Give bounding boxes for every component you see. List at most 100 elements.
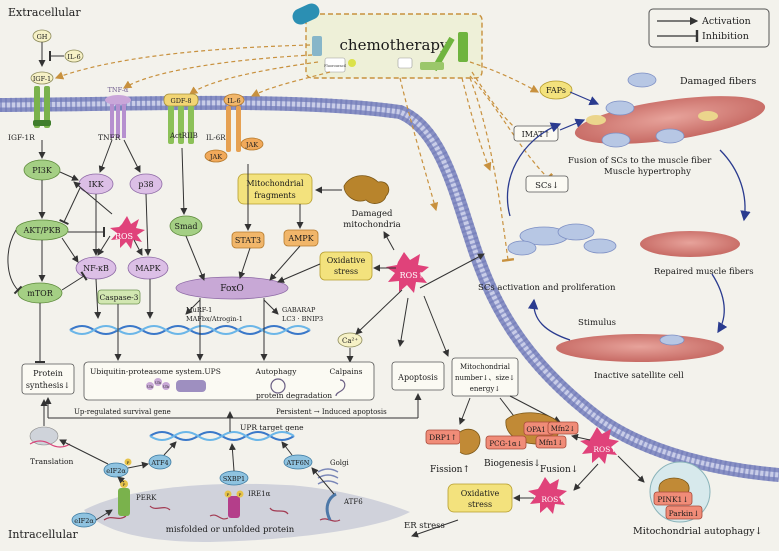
actriib-receptor: GDF-8 ActRIIB [163, 93, 199, 144]
proteasome-icon [176, 380, 206, 392]
mfn2-label: Mfn2↓ [551, 425, 576, 433]
ox2-label-1: Oxidative [461, 489, 500, 498]
drug-box-label: Fluorouracil [324, 64, 347, 68]
phospho-icon-1 [124, 458, 132, 466]
infusion-icon [420, 62, 444, 70]
signaling-nodes: PI3K IKK p38 AKT/PKB ROS Smad NF-κB MAPK… [15, 159, 429, 348]
ros-burst-4 [580, 427, 619, 464]
mrna-icon [29, 440, 71, 448]
fusion-scs-label-1: Fusion of SCs to the muscle fiber [568, 156, 712, 166]
mito-number-label-3: energy↓ [470, 385, 500, 393]
lc3-label: LC3 · BNIP3 [282, 315, 323, 323]
legend: Activation Inhibition [648, 8, 770, 48]
ampk-label: AMPK [287, 234, 314, 243]
mito-fragments-label-1: Mitochondrial [246, 179, 304, 188]
il6r-label: IL-6R [206, 134, 226, 142]
phospho-label-2: P [123, 482, 126, 487]
mapk-label: MAPK [135, 264, 161, 273]
eif2a-node-1 [103, 462, 129, 478]
protein-synthesis-label-2: synthesis↓ [26, 381, 70, 390]
tnfr-receptor: TNF-α TNFR [98, 86, 131, 142]
p38-label: p38 [138, 180, 153, 189]
fission-label: Fission↑ [430, 465, 470, 475]
igf1-label: IGF-1 [33, 75, 51, 83]
stat3-node [231, 231, 265, 249]
intracellular-label: Intracellular [8, 528, 79, 541]
ub-label-3: Ub [163, 384, 169, 389]
mafbx-label: MAFbx/Atrogin-1 [186, 315, 243, 323]
atf6-receptor [325, 492, 337, 521]
ros-burst-1 [110, 216, 145, 249]
er-stress-arrow [411, 519, 459, 538]
faps-label: FAPs [546, 86, 566, 95]
akt-label: AKT/PKB [22, 226, 60, 235]
oxidative-stress-node-2 [447, 483, 513, 513]
jak-label-1: JAK [245, 141, 258, 149]
autophagy-label: Autophagy [255, 367, 298, 376]
ribosome-icon [29, 426, 59, 446]
smad-label: Smad [175, 222, 198, 231]
pathway-arrows [7, 139, 485, 363]
protein-synthesis-box [21, 363, 75, 395]
tnfa-label: TNF-α [108, 86, 129, 94]
perk-receptor [118, 488, 130, 516]
phospho-icon-3 [224, 490, 232, 498]
stat3-label: STAT3 [235, 236, 261, 245]
phospho-label-4: P [239, 492, 242, 497]
ub-label-1: Ub [147, 384, 153, 389]
upr-target-gene-label: UPR target gene [240, 423, 304, 432]
damaged-mito-label-1: Damaged [352, 209, 393, 219]
survival-gene-label: Up-regulated survival gene [74, 408, 171, 416]
inactive-cell-label: Inactive satellite cell [594, 371, 684, 381]
tablet-icon [348, 59, 356, 67]
oxidative-stress-node-1 [319, 251, 373, 281]
nfkb-label: NF-κB [83, 264, 109, 273]
er-region: misfolded or unfolded protein eIF2α eIF2… [59, 439, 410, 542]
vial-icon [312, 36, 322, 56]
mfn1-label: Mfn1↓ [539, 439, 564, 447]
pink1-node [653, 491, 693, 506]
atf4-label: ATF4 [150, 459, 168, 467]
protein-degradation-label: protein degradation [256, 391, 332, 400]
il6-label: IL-6 [227, 97, 240, 105]
foxo-node [175, 276, 289, 300]
ire1a-label: IRE1α [248, 490, 271, 498]
eif2a-label-2: eIF2α [74, 517, 94, 525]
chemotherapy-title: chemotherapy [340, 36, 449, 54]
misfolded-protein-label: misfolded or unfolded protein [166, 525, 295, 535]
upr-outcome-lines [44, 393, 422, 432]
il6-free-label: IL-6 [67, 53, 80, 61]
iv-bag-icon [458, 32, 468, 62]
legend-inhibition-label: Inhibition [702, 31, 749, 42]
ox2-label-2: stress [468, 500, 492, 509]
mtor-label: mTOR [27, 289, 53, 298]
damaged-mito-label-2: mitochondria [343, 220, 400, 230]
phospho-label-3: P [227, 492, 230, 497]
atf6n-label: ATF6N [285, 459, 309, 467]
murf-label: MuRF-1 [186, 306, 212, 314]
caspase-label: Caspase-3 [100, 293, 139, 302]
tnfr-label: TNFR [98, 133, 121, 142]
jak-node-2 [204, 149, 228, 163]
autophagosome-icon [270, 378, 286, 394]
damaged-fiber-icon [574, 96, 766, 144]
apoptosis-box [391, 361, 445, 391]
scs-box [525, 175, 569, 193]
calcium-node [337, 332, 363, 348]
pi3k-label: PI3K [32, 166, 53, 175]
ub-ball-3 [162, 382, 170, 390]
drp1-label: DRP1↑ [429, 433, 457, 442]
gdf8-label: GDF-8 [171, 97, 192, 105]
mfn1-node [535, 435, 567, 449]
phospho-icon-4 [236, 490, 244, 498]
repaired-fibers-label: Repaired muscle fibers [654, 267, 754, 277]
atf6n-node [283, 454, 313, 470]
jak-label-2: JAK [209, 153, 222, 161]
translation-label: Translation [30, 457, 74, 466]
ox1-label-1: Oxidative [327, 256, 366, 265]
chemo-effect-arrows [54, 44, 554, 262]
pink1-label: PINK1↓ [657, 495, 688, 504]
mito-dynamics: DRP1↑ Fission↑ OPA1↓ Mfn2↓ Mfn1↓ PCG-1α↓… [425, 395, 763, 537]
imat-label: IMAT↑ [522, 130, 551, 139]
ros-label-3: ROS↑ [541, 495, 564, 504]
